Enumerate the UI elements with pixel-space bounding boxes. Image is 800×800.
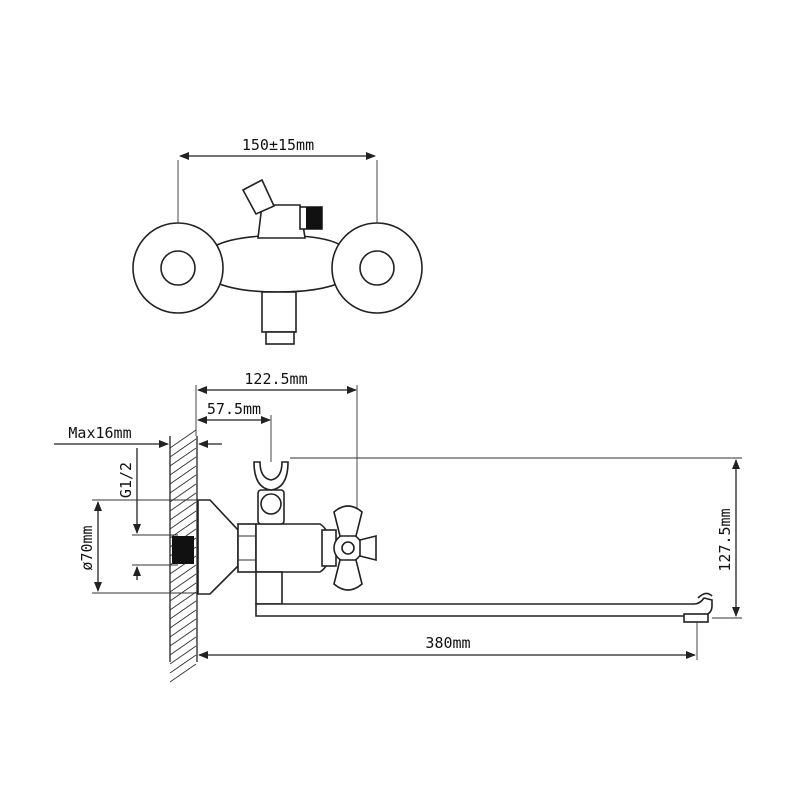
depth-total-label: 122.5mm (244, 370, 307, 388)
hatch-line (169, 645, 197, 665)
handle-arm-top (333, 505, 363, 537)
hatch-line (169, 591, 197, 611)
hatch-line (169, 654, 197, 674)
left-eccentric-nut (160, 250, 196, 286)
hatch-line (169, 465, 197, 485)
handle-arm-bottom (333, 559, 363, 591)
spout-aerator (683, 613, 709, 623)
hatch-line (169, 582, 197, 602)
spout-end-top (265, 331, 295, 345)
hatch-line (169, 573, 197, 593)
spout-length-label: 380mm (425, 634, 470, 652)
connecting-nut (237, 523, 257, 573)
flange-diameter-label: ø70mm (78, 525, 96, 570)
hatch-line (169, 663, 197, 683)
wall-flange-cone (197, 499, 239, 595)
mixer-body-top (214, 235, 343, 293)
spout-tip (697, 592, 713, 599)
hatch-line (169, 618, 197, 638)
spout-height-label: 127.5mm (716, 508, 734, 571)
side-view: 122.5mm 57.5mm Max16mm G1/2 ø70mm (54, 370, 742, 683)
spout-stub-top (261, 291, 297, 333)
hatch-line (169, 447, 197, 467)
hatch-line (169, 510, 197, 530)
shower-outlet-nut (260, 493, 282, 515)
hatch-line (169, 456, 197, 476)
long-spout (255, 597, 713, 617)
depth-spout-label: 57.5mm (207, 400, 261, 418)
mixer-body-side (255, 523, 331, 573)
diverter-neck (255, 571, 283, 605)
hatch-line (169, 501, 197, 521)
top-view: 150±15mm (132, 136, 423, 345)
hatch-line (169, 474, 197, 494)
hose-thread-top (306, 207, 322, 229)
handle-arm-right (359, 534, 377, 562)
hatch-line (169, 492, 197, 512)
shower-outlet-top (257, 204, 306, 239)
center-spacing-label: 150±15mm (242, 136, 314, 154)
hatch-line (169, 483, 197, 503)
wall-max-label: Max16mm (68, 424, 131, 442)
hatch-line (169, 429, 197, 449)
hatch-line (169, 609, 197, 629)
right-eccentric-nut (359, 250, 395, 286)
hatch-line (169, 636, 197, 656)
handle-cap (341, 541, 355, 555)
hatch-line (169, 564, 197, 584)
inlet-thread (172, 536, 194, 564)
shower-holder-top (241, 178, 276, 216)
hatch-line (169, 600, 197, 620)
hatch-line (169, 627, 197, 647)
thread-label: G1/2 (117, 462, 135, 498)
hatch-line (169, 438, 197, 458)
shower-holder-cradle (253, 461, 289, 491)
